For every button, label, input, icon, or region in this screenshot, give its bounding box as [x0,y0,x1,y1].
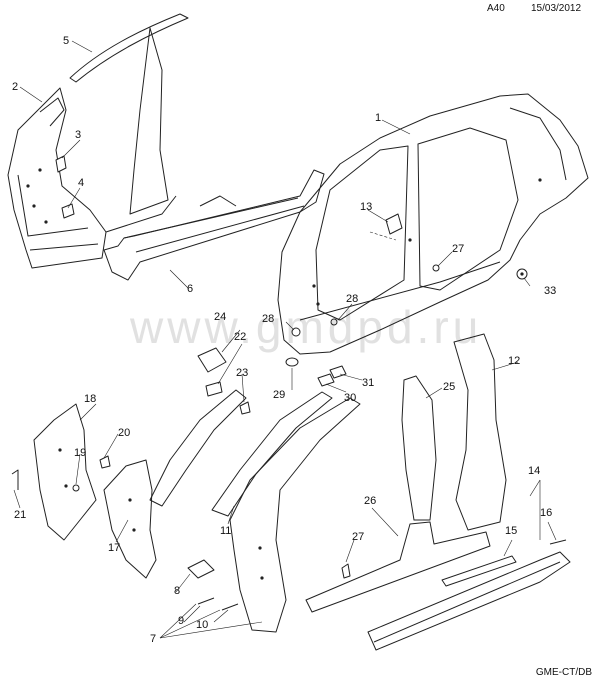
callout-10: 10 [196,619,209,631]
callout-22: 22 [234,331,247,343]
watermark: www.gmdpd.ru [130,301,483,353]
part-bracket-22 [205,381,223,397]
part-plate-8 [187,559,215,579]
part-plug-27 [341,563,351,579]
part-plug-29 [291,327,301,337]
callout-3: 3 [75,129,82,141]
callout-29: 28 [262,313,275,325]
callout-20: 20 [118,427,131,439]
callout-33: 33 [544,285,557,297]
diagram-date: 15/03/2012 [531,3,582,14]
part-b-pillar-outer [453,333,507,531]
callout-32: 31 [362,377,375,389]
part-bracket-3 [55,155,67,173]
part-body-side-front [7,87,107,269]
footer-label: GME-CT/DB [535,667,592,678]
part-reinforcement-18 [33,403,97,541]
part-clip-23 [239,401,251,415]
part-sill-inner [305,521,491,613]
callout-27: 27 [352,531,365,543]
callout-8: 8 [174,585,181,597]
part-pad-31 [317,373,335,387]
part-sill-strip-15 [441,555,517,587]
callout-13: 13 [360,201,373,213]
part-bracket-16 [549,539,567,545]
callout-5: 5 [63,35,70,47]
part-b-pillar-inner [401,375,437,521]
part-plug-28-lower [330,318,338,326]
part-bracket-21 [11,469,19,490]
part-strip-9 [197,597,215,605]
part-roof-rail [69,13,189,233]
part-plug-28-upper [432,264,440,272]
callout-15: 15 [505,525,518,537]
part-reinforcement-17 [103,459,157,579]
part-bracket-24 [197,347,227,373]
callout-2: 2 [12,81,19,93]
callout-24: 24 [214,311,227,323]
callout-14: 14 [528,465,541,477]
callout-9: 9 [178,615,185,627]
part-strip-10 [221,603,239,611]
part-a-pillar-inner [149,389,333,517]
diagram-code: A40 [487,3,505,14]
part-clip-19 [72,484,80,492]
callout-6: 6 [187,283,194,295]
part-bracket-4 [61,203,75,219]
callout-25: 25 [443,381,456,393]
callout-31: 30 [344,392,357,404]
part-rocker-outer [103,169,325,281]
callout-4: 4 [78,177,85,189]
callout-12: 12 [508,355,521,367]
callout-26: 26 [364,495,377,507]
leader-lines [13,40,557,639]
callout-21: 21 [14,509,27,521]
part-body-side-outer [277,93,589,355]
callout-18: 18 [84,393,97,405]
callout-11: 11 [220,525,232,537]
part-sill-reinforcement-14 [367,551,571,651]
callout-17: 17 [108,542,121,554]
callout-19: 19 [74,447,87,459]
part-hinge-pillar [229,397,361,633]
part-bolt-20 [99,455,111,469]
callout-28-upper: 27 [452,243,465,255]
callout-16: 16 [540,507,553,519]
part-bracket-13 [369,213,403,241]
part-plug-30 [285,357,299,367]
callout-23: 23 [236,367,249,379]
callout-28-lower: 28 [346,293,359,305]
callout-7: 7 [150,633,157,645]
part-pad-32 [329,365,347,379]
callout-30: 29 [273,389,286,401]
part-grommet-33 [516,268,528,280]
callout-1: 1 [375,112,382,124]
